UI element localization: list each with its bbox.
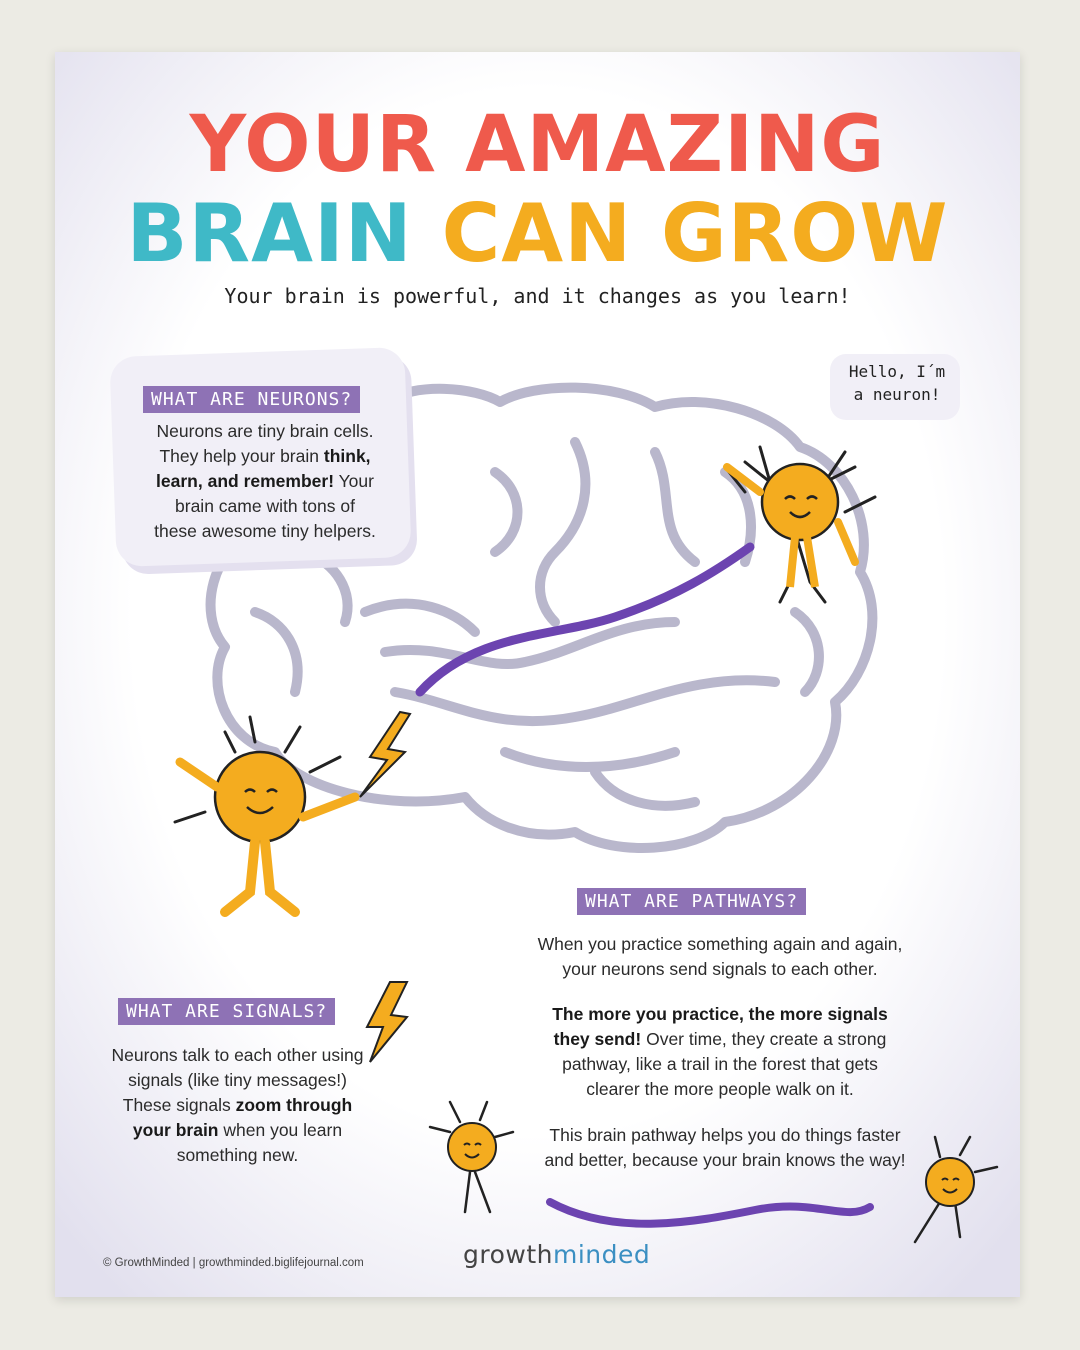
growthminded-logo: growthminded [463, 1240, 650, 1269]
signals-heading: WHAT ARE SIGNALS? [118, 998, 336, 1025]
pathway-wave-icon [546, 1198, 874, 1228]
pathways-p2a: The more you practice, the more signals [552, 1004, 888, 1024]
neuron-character-icon [173, 710, 412, 917]
neurons-heading: WHAT ARE NEURONS? [143, 386, 361, 413]
signals-description: Neurons talk to each other using signals… [85, 1043, 390, 1168]
signals-t6: when you learn [223, 1120, 343, 1140]
title-your-amazing: YOUR AMAZING [189, 100, 886, 190]
logo-part-minded: minded [553, 1240, 651, 1269]
footer-copyright: © GrowthMinded | growthminded.biglifejou… [103, 1257, 364, 1269]
pathways-description: When you practice something again and ag… [495, 932, 945, 982]
neurons-t7: these awesome tiny helpers. [154, 521, 376, 541]
pathways-heading: WHAT ARE PATHWAYS? [577, 888, 807, 915]
title-brain: BRAIN [126, 187, 413, 280]
neurons-t3: think, [323, 446, 371, 466]
neurons-t6: brain came with tons of [175, 496, 355, 516]
pathways-p2d: pathway, like a trail in the forest that… [562, 1054, 878, 1074]
signals-t3: These signals [122, 1095, 231, 1115]
signals-t4: zoom through [235, 1095, 353, 1115]
speech-bubble-text: Hello, I´m a neuron! [841, 360, 953, 406]
neuron-character-icon [723, 445, 877, 604]
logo-part-growth: growth [463, 1240, 553, 1269]
signals-t2: signals (like tiny messages!) [128, 1070, 347, 1090]
lightning-bolt-icon [365, 981, 409, 1063]
pathways-p3b: and better, because your brain knows the… [544, 1150, 906, 1170]
title-line-1: YOUR AMAZING [55, 100, 1020, 190]
signals-t1: Neurons talk to each other using [111, 1045, 364, 1065]
poster: YOUR AMAZING BRAIN CAN GROW Your brain i… [55, 52, 1020, 1297]
speech-line-1: Hello, I´m [848, 362, 946, 381]
pathways-p3a: This brain pathway helps you do things f… [549, 1125, 901, 1145]
pathways-p1b: your neurons send signals to each other. [562, 959, 878, 979]
neurons-description: Neurons are tiny brain cells. They help … [135, 419, 395, 544]
title-line-2: BRAIN CAN GROW [55, 187, 1020, 280]
signals-t5: your brain [132, 1120, 219, 1140]
pathways-p1a: When you practice something again and ag… [537, 934, 903, 954]
pathways-p2e: clearer the more people walk on it. [586, 1079, 854, 1099]
neurons-t2: They help your brain [159, 446, 319, 466]
subtitle: Your brain is powerful, and it changes a… [224, 284, 851, 308]
neuron-character-icon [913, 1135, 999, 1244]
pathways-p2c: Over time, they create a strong [646, 1029, 887, 1049]
speech-bubble [830, 354, 960, 420]
neuron-character-icon [428, 1100, 515, 1214]
pathway-line-icon [415, 542, 755, 697]
brain-outline-icon [205, 382, 878, 854]
signals-t7: something new. [176, 1145, 299, 1165]
pathways-practice-text: The more you practice, the more signals … [495, 1002, 945, 1102]
lightning-bolt-icon [359, 710, 412, 798]
title-can-grow: CAN GROW [441, 187, 949, 280]
pathways-benefit-text: This brain pathway helps you do things f… [505, 1123, 945, 1173]
speech-line-2: a neuron! [853, 385, 941, 404]
neurons-t1: Neurons are tiny brain cells. [156, 421, 374, 441]
neurons-t5: Your [338, 471, 374, 491]
pathways-p2b: they send! [553, 1029, 642, 1049]
neurons-t4: learn, and remember! [156, 471, 335, 491]
illustration [173, 382, 999, 1244]
